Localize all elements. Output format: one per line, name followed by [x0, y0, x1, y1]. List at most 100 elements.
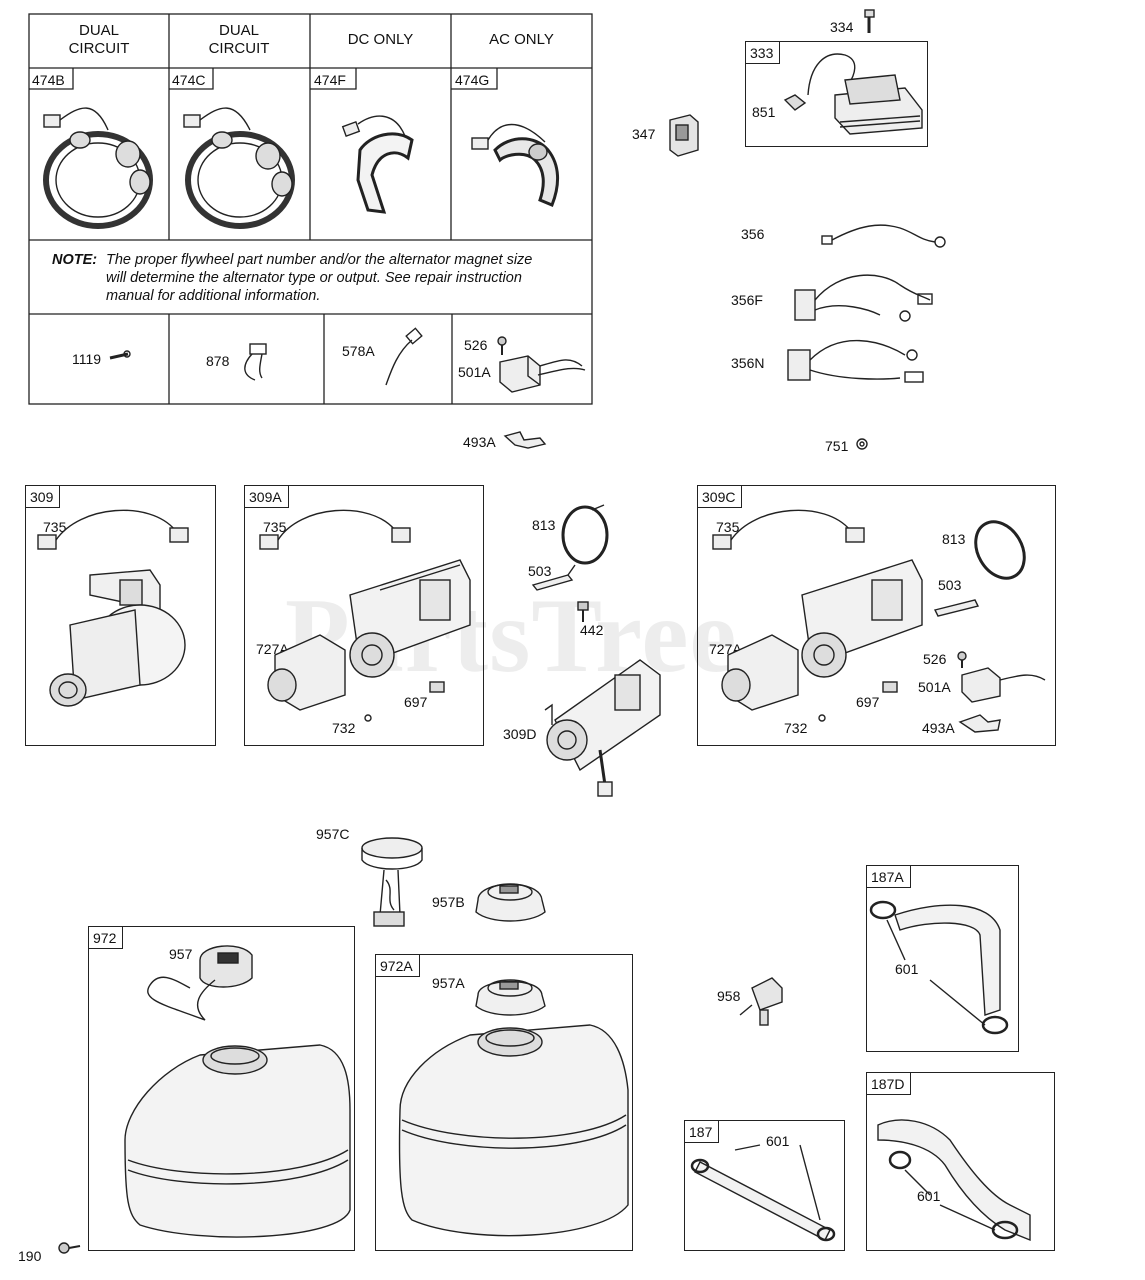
switch-347-drawing: [669, 114, 699, 157]
part-851[interactable]: 851: [752, 104, 776, 120]
box-972A: 972A: [375, 954, 633, 1251]
starter-309C-drawing: [712, 509, 1046, 733]
part-578A[interactable]: 578A: [342, 343, 375, 359]
rectifier-501A-drawing: [499, 355, 586, 393]
ignition-coil-333-drawing: [807, 53, 923, 135]
part-1119[interactable]: 1119: [72, 351, 102, 367]
note-line-1: The proper flywheel part number and/or t…: [106, 252, 533, 268]
box-333-tag[interactable]: 333: [746, 42, 781, 64]
header-dc-only: DC ONLY: [347, 31, 414, 48]
part-501A-309C[interactable]: 501A: [918, 679, 951, 695]
screw-1119-drawing: [109, 350, 131, 360]
part-751[interactable]: 751: [825, 438, 849, 454]
box-309A: 309A: [244, 485, 484, 746]
starter-309-drawing: [37, 509, 189, 707]
box-309A-tag[interactable]: 309A: [245, 486, 289, 508]
box-187D-tag[interactable]: 187D: [867, 1073, 912, 1095]
part-601-187D[interactable]: 601: [917, 1188, 941, 1204]
box-972: 972: [88, 926, 355, 1251]
washer-751-drawing: [856, 438, 868, 450]
part-493A-309C[interactable]: 493A: [922, 720, 955, 736]
part-309D[interactable]: 309D: [503, 726, 537, 742]
note-line-3: manual for additional information.: [106, 288, 321, 304]
part-957B[interactable]: 957B: [432, 894, 465, 910]
part-813-309C[interactable]: 813: [942, 531, 966, 547]
part-732-309A[interactable]: 732: [332, 720, 356, 736]
box-309C-tag[interactable]: 309C: [698, 486, 743, 508]
part-735-309[interactable]: 735: [43, 519, 67, 535]
part-878[interactable]: 878: [206, 353, 230, 369]
part-601-187A[interactable]: 601: [895, 961, 919, 977]
part-493A[interactable]: 493A: [463, 434, 496, 450]
alternator-drawings: [43, 107, 586, 393]
part-474B[interactable]: 474B: [32, 72, 65, 88]
cap-957C-drawing: [361, 837, 423, 927]
box-187-tag[interactable]: 187: [685, 1121, 720, 1143]
fuel-system-drawings: [58, 837, 1031, 1254]
note-label: NOTE:: [52, 252, 98, 268]
hose-187-drawing: [690, 1144, 836, 1242]
stator-474G-drawing: [471, 124, 559, 207]
part-356[interactable]: 356: [741, 226, 765, 242]
part-958[interactable]: 958: [717, 988, 741, 1004]
stator-474B-drawing: [43, 107, 153, 229]
box-187A: 187A: [866, 865, 1019, 1052]
note-line-2: will determine the alternator type or ou…: [106, 270, 522, 286]
part-735-309C[interactable]: 735: [716, 519, 740, 535]
part-813[interactable]: 813: [532, 517, 556, 533]
part-601-187[interactable]: 601: [766, 1133, 790, 1149]
strap-503-drawing: [531, 564, 576, 591]
part-697-309A[interactable]: 697: [404, 694, 428, 710]
part-503[interactable]: 503: [528, 563, 552, 579]
part-356F[interactable]: 356F: [731, 292, 763, 308]
alternator-table-grid: [28, 13, 593, 405]
box-309C: 309C: [697, 485, 1056, 746]
box-187D: 187D: [866, 1072, 1055, 1251]
part-474G[interactable]: 474G: [455, 72, 490, 88]
part-347[interactable]: 347: [632, 126, 656, 142]
hose-187A-drawing: [869, 900, 1009, 1035]
part-356N[interactable]: 356N: [731, 355, 765, 371]
part-501A[interactable]: 501A: [458, 364, 491, 380]
hose-187D-drawing: [877, 1119, 1031, 1242]
starter-drawings: [37, 504, 1046, 797]
harness-356F-drawing: [794, 274, 933, 322]
part-474F[interactable]: 474F: [314, 72, 346, 88]
part-957[interactable]: 957: [169, 946, 193, 962]
part-732-309C[interactable]: 732: [784, 720, 808, 736]
clip-851-drawing: [783, 94, 807, 111]
clamp-813-drawing: [561, 504, 609, 565]
part-474C[interactable]: 474C: [172, 72, 206, 88]
part-957C[interactable]: 957C: [316, 826, 350, 842]
tank-972A-drawing: [398, 979, 629, 1237]
cap-957B-drawing: [475, 883, 546, 922]
screw-526-drawing: [497, 336, 507, 355]
valve-958-drawing: [739, 977, 783, 1026]
part-735-309A[interactable]: 735: [263, 519, 287, 535]
part-526[interactable]: 526: [464, 337, 488, 353]
box-309-tag[interactable]: 309: [26, 486, 61, 508]
part-957A[interactable]: 957A: [432, 975, 465, 991]
box-187: 187: [684, 1120, 845, 1251]
part-442[interactable]: 442: [580, 622, 604, 638]
tank-972-drawing: [58, 945, 351, 1254]
header-dual-circuit-1: DUAL CIRCUIT: [68, 22, 130, 57]
box-972-tag[interactable]: 972: [89, 927, 124, 949]
starter-309A-drawing: [259, 509, 471, 722]
bolt-334-drawing: [864, 9, 875, 33]
wire-578A-drawing: [385, 327, 423, 386]
header-dual-circuit-2: DUAL CIRCUIT: [208, 22, 270, 57]
part-334[interactable]: 334: [830, 19, 854, 35]
connector-878-drawing: [244, 343, 267, 381]
part-526-309C[interactable]: 526: [923, 651, 947, 667]
box-333: 333: [745, 41, 928, 147]
stator-474C-drawing: [183, 107, 295, 229]
box-187A-tag[interactable]: 187A: [867, 866, 911, 888]
part-503-309C[interactable]: 503: [938, 577, 962, 593]
part-190[interactable]: 190: [18, 1248, 42, 1264]
box-972A-tag[interactable]: 972A: [376, 955, 420, 977]
part-697-309C[interactable]: 697: [856, 694, 880, 710]
top-right-drawings: [503, 9, 946, 450]
screw-442-drawing: [577, 601, 589, 622]
harness-356N-drawing: [787, 339, 924, 383]
